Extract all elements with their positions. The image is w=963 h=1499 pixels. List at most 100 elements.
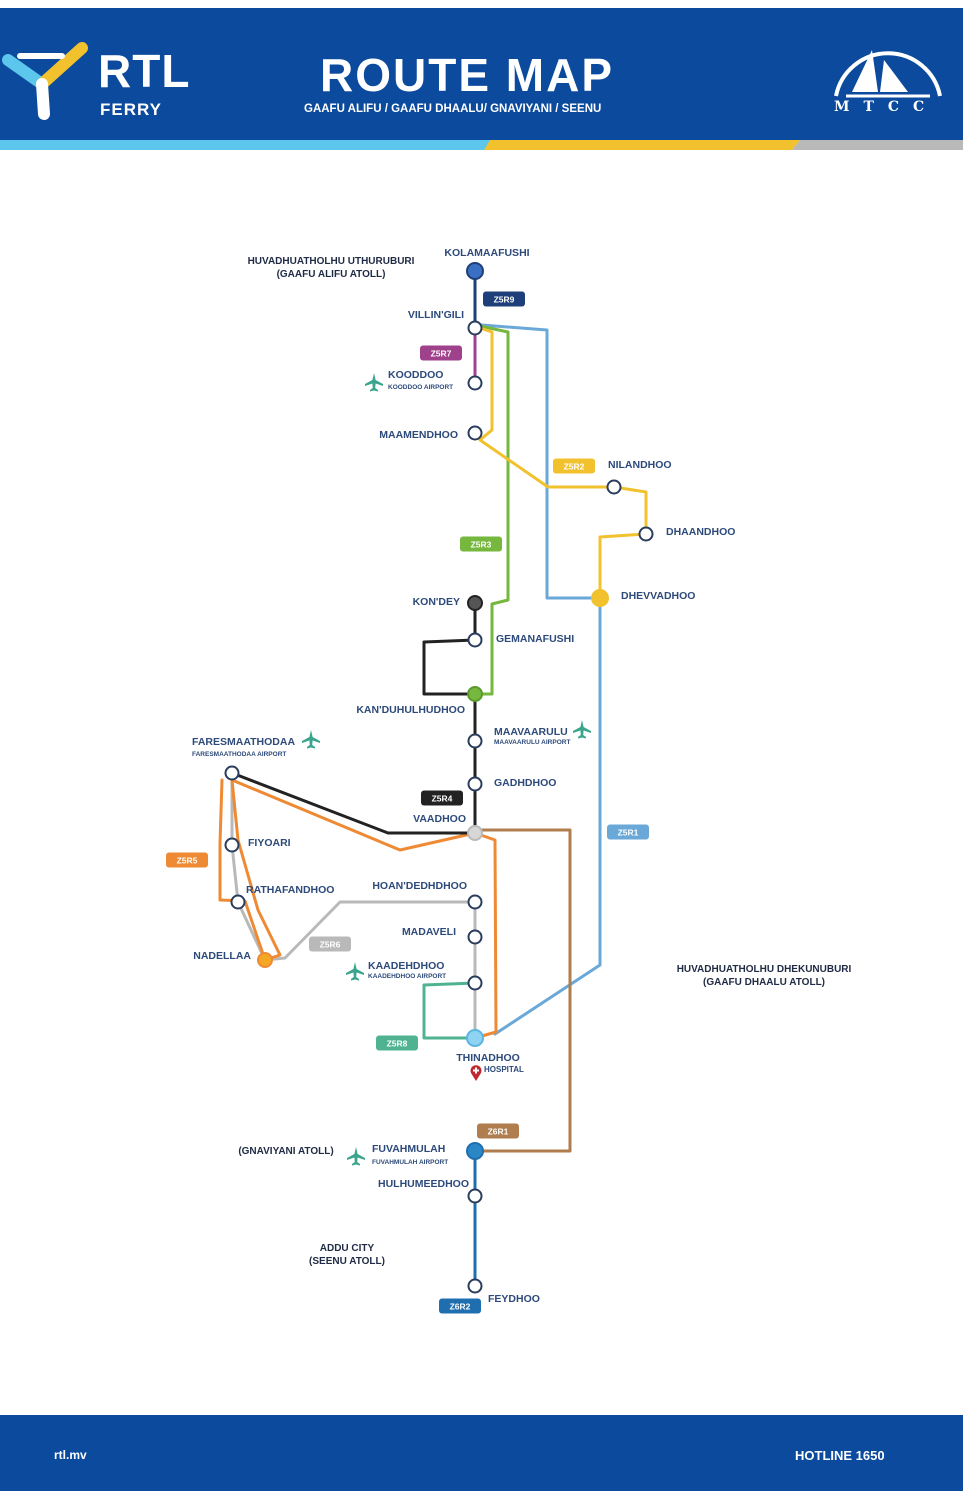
station-node-kon-dey[interactable] [467,595,483,611]
station-label-kan-duhulhudhoo[interactable]: KAN'DUHULHUDHOO [356,704,465,716]
route-line-z5r8[interactable] [422,981,477,1040]
station-label-kon-dey[interactable]: KON'DEY [413,596,460,608]
route-badge-z5r6[interactable]: Z5R6 [309,936,351,952]
station-label-maavaarulu[interactable]: MAAVAARULU [494,726,568,738]
route-badge-z6r1[interactable]: Z6R1 [477,1123,519,1139]
station-node-madaveli[interactable] [467,929,483,945]
station-label-rathafandhoo[interactable]: RATHAFANDHOO [246,884,334,896]
station-node-faresmaathodaa[interactable] [224,765,240,781]
station-node-kooddoo[interactable] [467,375,483,391]
station-node-gadhdhoo[interactable] [467,776,483,792]
airport-icon [302,730,320,749]
route-line-z6r1[interactable] [473,828,572,1153]
website-link[interactable]: rtl.mv [54,1448,87,1462]
route-badge-z5r3[interactable]: Z5R3 [460,536,502,552]
page-subtitle: GAAFU ALIFU / GAAFU DHAALU/ GNAVIYANI / … [304,103,602,115]
route-badge-z5r2[interactable]: Z5R2 [553,458,595,474]
route-badge-z5r5[interactable]: Z5R5 [166,852,208,868]
route-badge-label: Z5R6 [320,940,341,950]
route-badge-label: Z5R3 [471,540,492,550]
atoll-label-s: (SEENU ATOLL) [309,1256,385,1267]
station-label-hoan-dedhdhoo[interactable]: HOAN'DEDHDHOO [372,880,467,892]
station-label-fuvahmulah[interactable]: FUVAHMULAH [372,1143,445,1155]
header-graphics [0,42,963,150]
station-node-nilandhoo[interactable] [606,479,622,495]
airport-icon [573,720,591,739]
station-label-feydhoo[interactable]: FEYDHOO [488,1293,540,1305]
station-label-gadhdhoo[interactable]: GADHDHOO [494,777,556,789]
station-node-villin-gili[interactable] [467,320,483,336]
station-node-nadellaa[interactable] [257,952,273,968]
station-node-vaadhoo[interactable] [467,825,483,841]
hospital-label: HOSPITAL [484,1065,524,1074]
route-badge-label: Z5R5 [177,856,198,866]
route-line-z5r1[interactable] [480,323,602,1036]
footer-banner [0,1415,963,1491]
station-node-hulhumeedhoo[interactable] [467,1188,483,1204]
route-badge-label: Z6R1 [488,1127,509,1137]
airport-icon [347,1147,365,1166]
station-node-kolamaafushi[interactable] [466,262,484,280]
station-node-rathafandhoo[interactable] [230,894,246,910]
route-badge-z6r2[interactable]: Z6R2 [439,1298,481,1314]
page-title: ROUTE MAP [320,49,614,101]
station-label-kolamaafushi[interactable]: KOLAMAAFUSHI [444,247,529,259]
station-label-nilandhoo[interactable]: NILANDHOO [608,459,672,471]
airport-label-kaadehdhoo: KAADEHDHOO AIRPORT [368,973,446,980]
station-label-madaveli[interactable]: MADAVELI [402,926,456,938]
header-banner [0,8,963,140]
station-node-maavaarulu[interactable] [467,733,483,749]
station-node-hoan-dedhdhoo[interactable] [467,894,483,910]
station-label-dhaandhoo[interactable]: DHAANDHOO [666,526,735,538]
station-node-dhevvadhoo[interactable] [591,589,609,607]
station-node-fuvahmulah[interactable] [466,1142,484,1160]
station-label-fiyoari[interactable]: FIYOARI [248,837,291,849]
airport-icon [346,962,364,981]
station-node-feydhoo[interactable] [467,1278,483,1294]
station-node-fiyoari[interactable] [224,837,240,853]
atoll-label-gdh: (GAAFU DHAALU ATOLL) [703,977,825,988]
station-label-kaadehdhoo[interactable]: KAADEHDHOO [368,960,444,972]
route-badge-label: Z5R8 [387,1039,408,1049]
station-node-kaadehdhoo[interactable] [467,975,483,991]
route-line-z5r2[interactable] [478,326,648,600]
station-label-maamendhoo[interactable]: MAAMENDHOO [379,429,458,441]
station-nodes [224,262,654,1294]
station-node-maamendhoo[interactable] [467,425,483,441]
route-badge-z5r9[interactable]: Z5R9 [483,291,525,307]
route-line-z5r3[interactable] [473,324,510,696]
station-label-villin-gili[interactable]: VILLIN'GILI [408,309,464,321]
station-label-kooddoo[interactable]: KOODDOO [388,369,443,381]
station-label-nadellaa[interactable]: NADELLAA [193,950,251,962]
atoll-labels: HUVADHUATHOLHU UTHURUBURI(GAAFU ALIFU AT… [238,256,851,1267]
station-label-faresmaathodaa[interactable]: FARESMAATHODAA [192,736,295,748]
route-line-z5r4[interactable] [230,602,477,835]
atoll-label-ga: HUVADHUATHOLHU UTHURUBURI [248,256,415,267]
route-badge-z5r7[interactable]: Z5R7 [420,345,462,361]
route-line-z5r6[interactable] [230,771,477,1040]
station-node-kan-duhulhudhoo[interactable] [467,686,483,702]
route-badge-z5r4[interactable]: Z5R4 [421,790,463,806]
route-badge-label: Z5R4 [432,794,453,804]
route-badge-z5r8[interactable]: Z5R8 [376,1035,418,1051]
station-node-thinadhoo[interactable] [466,1029,484,1047]
hotline-number: HOTLINE 1650 [795,1448,885,1463]
station-label-thinadhoo[interactable]: THINADHOO [456,1052,520,1064]
station-label-dhevvadhoo[interactable]: DHEVVADHOO [621,590,695,602]
atoll-label-gn: (GNAVIYANI ATOLL) [238,1146,333,1157]
route-badge-z5r1[interactable]: Z5R1 [607,824,649,840]
station-label-gemanafushi[interactable]: GEMANAFUSHI [496,633,574,645]
route-badge-label: Z5R1 [618,828,639,838]
route-lines [218,269,648,1288]
station-node-dhaandhoo[interactable] [638,526,654,542]
route-line-z5r5[interactable] [218,778,498,1040]
brand-subname: FERRY [100,100,162,119]
atoll-label-gdh: HUVADHUATHOLHU DHEKUNUBURI [677,964,852,975]
brand-name: RTL [98,45,191,97]
station-node-gemanafushi[interactable] [467,632,483,648]
station-label-vaadhoo[interactable]: VAADHOO [413,813,466,825]
route-badge-label: Z5R2 [564,462,585,472]
station-label-hulhumeedhoo[interactable]: HULHUMEEDHOO [378,1178,469,1190]
